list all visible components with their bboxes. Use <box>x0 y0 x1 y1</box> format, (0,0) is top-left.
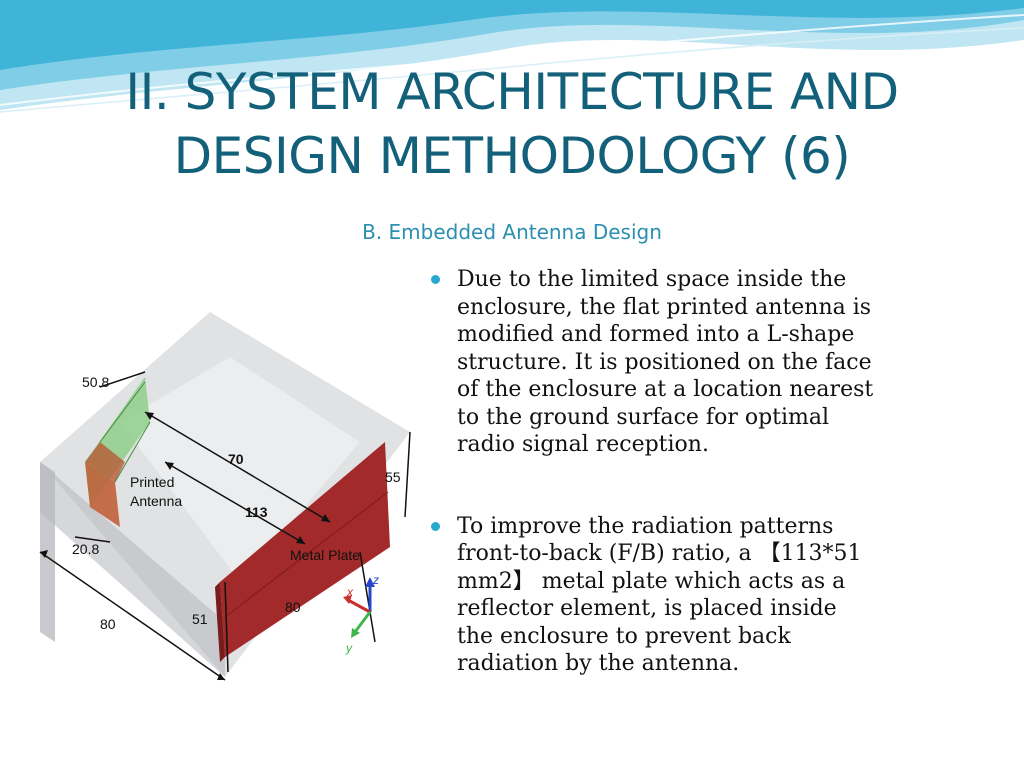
dim-label-50-8: 50.8 <box>82 374 109 390</box>
antenna-label: Antenna <box>130 493 182 509</box>
printed-antenna-side <box>85 462 120 527</box>
dim-label-51: 51 <box>192 611 208 627</box>
dimension-lines <box>39 371 411 681</box>
metal-plate-label: Metal Plate <box>290 547 360 563</box>
enclosure-inner-floor <box>120 357 360 582</box>
enclosure-front-left-face <box>40 462 225 677</box>
title-line-2: DESIGN METHODOLOGY (6) <box>173 127 851 185</box>
bullet-dot-icon <box>431 521 440 531</box>
dim-label-80-right: 80 <box>285 599 301 615</box>
bullet-dot-icon <box>431 275 440 284</box>
bullet-item: Due to the limited space inside the encl… <box>425 266 875 459</box>
dimension-arrowheads <box>40 412 330 680</box>
slide-title: II. SYSTEM ARCHITECTURE AND DESIGN METHO… <box>0 60 1024 188</box>
axis-label-y: y <box>345 641 353 655</box>
dim-label-20-8: 20.8 <box>72 541 99 557</box>
axis-triad: z x y <box>343 573 379 655</box>
dim-label-70: 70 <box>228 451 244 467</box>
dim-label-113: 113 <box>245 504 268 520</box>
dim-label-55: 55 <box>385 469 401 485</box>
antenna-enclosure-figure: 50.8 70 113 55 20.8 80 51 80 Printed Ant… <box>39 312 411 681</box>
bullet-text: Due to the limited space inside the encl… <box>457 267 874 457</box>
bullet-list: Due to the limited space inside the encl… <box>425 266 875 732</box>
dim-label-80-left: 80 <box>100 616 116 632</box>
bullet-item: To improve the radiation patterns front-… <box>425 513 875 678</box>
metal-plate <box>220 442 390 657</box>
printed-antenna-side-upper <box>85 442 125 482</box>
axis-label-z: z <box>372 573 379 587</box>
metal-plate-edge <box>215 582 225 662</box>
title-line-1: II. SYSTEM ARCHITECTURE AND <box>125 63 899 121</box>
bullet-text: To improve the radiation patterns front-… <box>457 513 862 677</box>
printed-label: Printed <box>130 474 174 490</box>
slide-subtitle: B. Embedded Antenna Design <box>362 220 662 244</box>
axis-label-x: x <box>346 585 354 599</box>
header-wave-decoration <box>0 0 1024 113</box>
